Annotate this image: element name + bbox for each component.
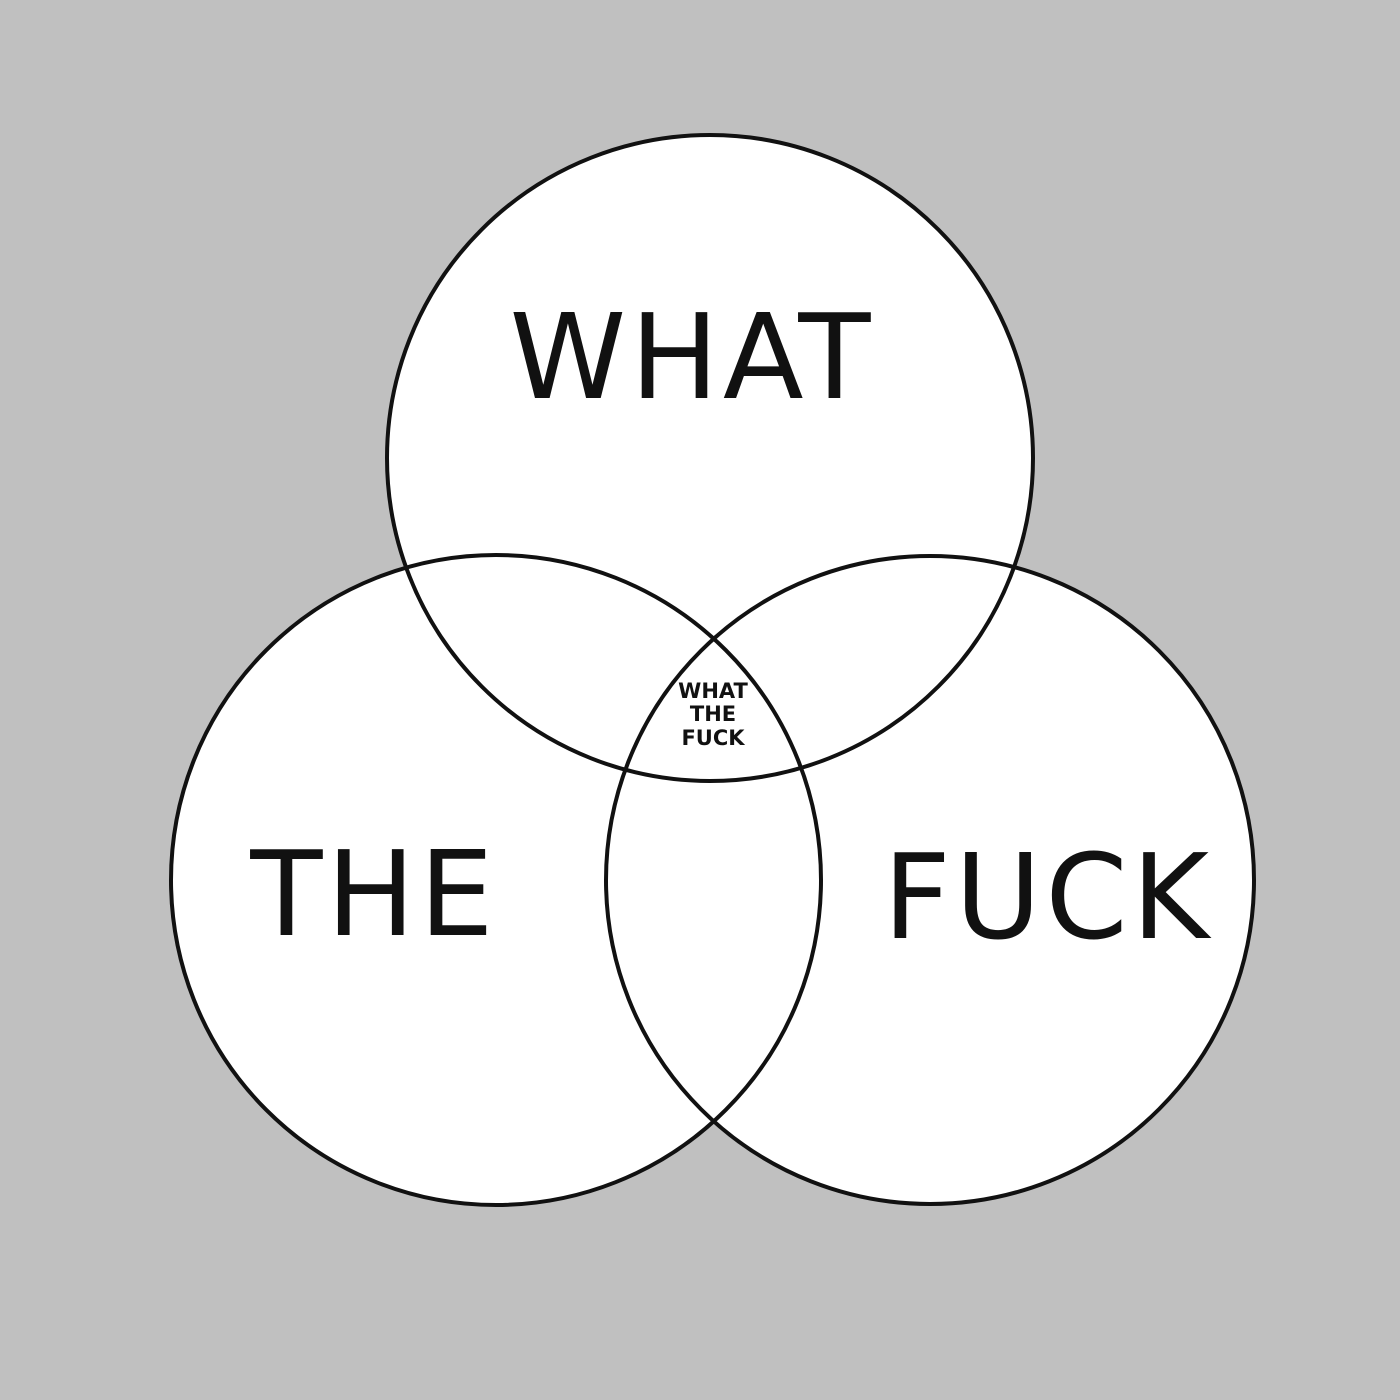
set-circle-what xyxy=(385,133,1035,783)
intersection-line-3: FUCK xyxy=(681,726,745,750)
label-what: WHAT xyxy=(509,288,874,426)
intersection-line-2: THE xyxy=(690,702,736,726)
intersection-line-1: WHAT xyxy=(678,679,748,703)
set-circle-fuck-fill xyxy=(606,556,1254,1204)
label-the: THE xyxy=(249,825,497,963)
set-circle-the xyxy=(169,553,823,1207)
label-fuck: FUCK xyxy=(883,828,1213,966)
set-circle-fuck xyxy=(604,554,1256,1206)
